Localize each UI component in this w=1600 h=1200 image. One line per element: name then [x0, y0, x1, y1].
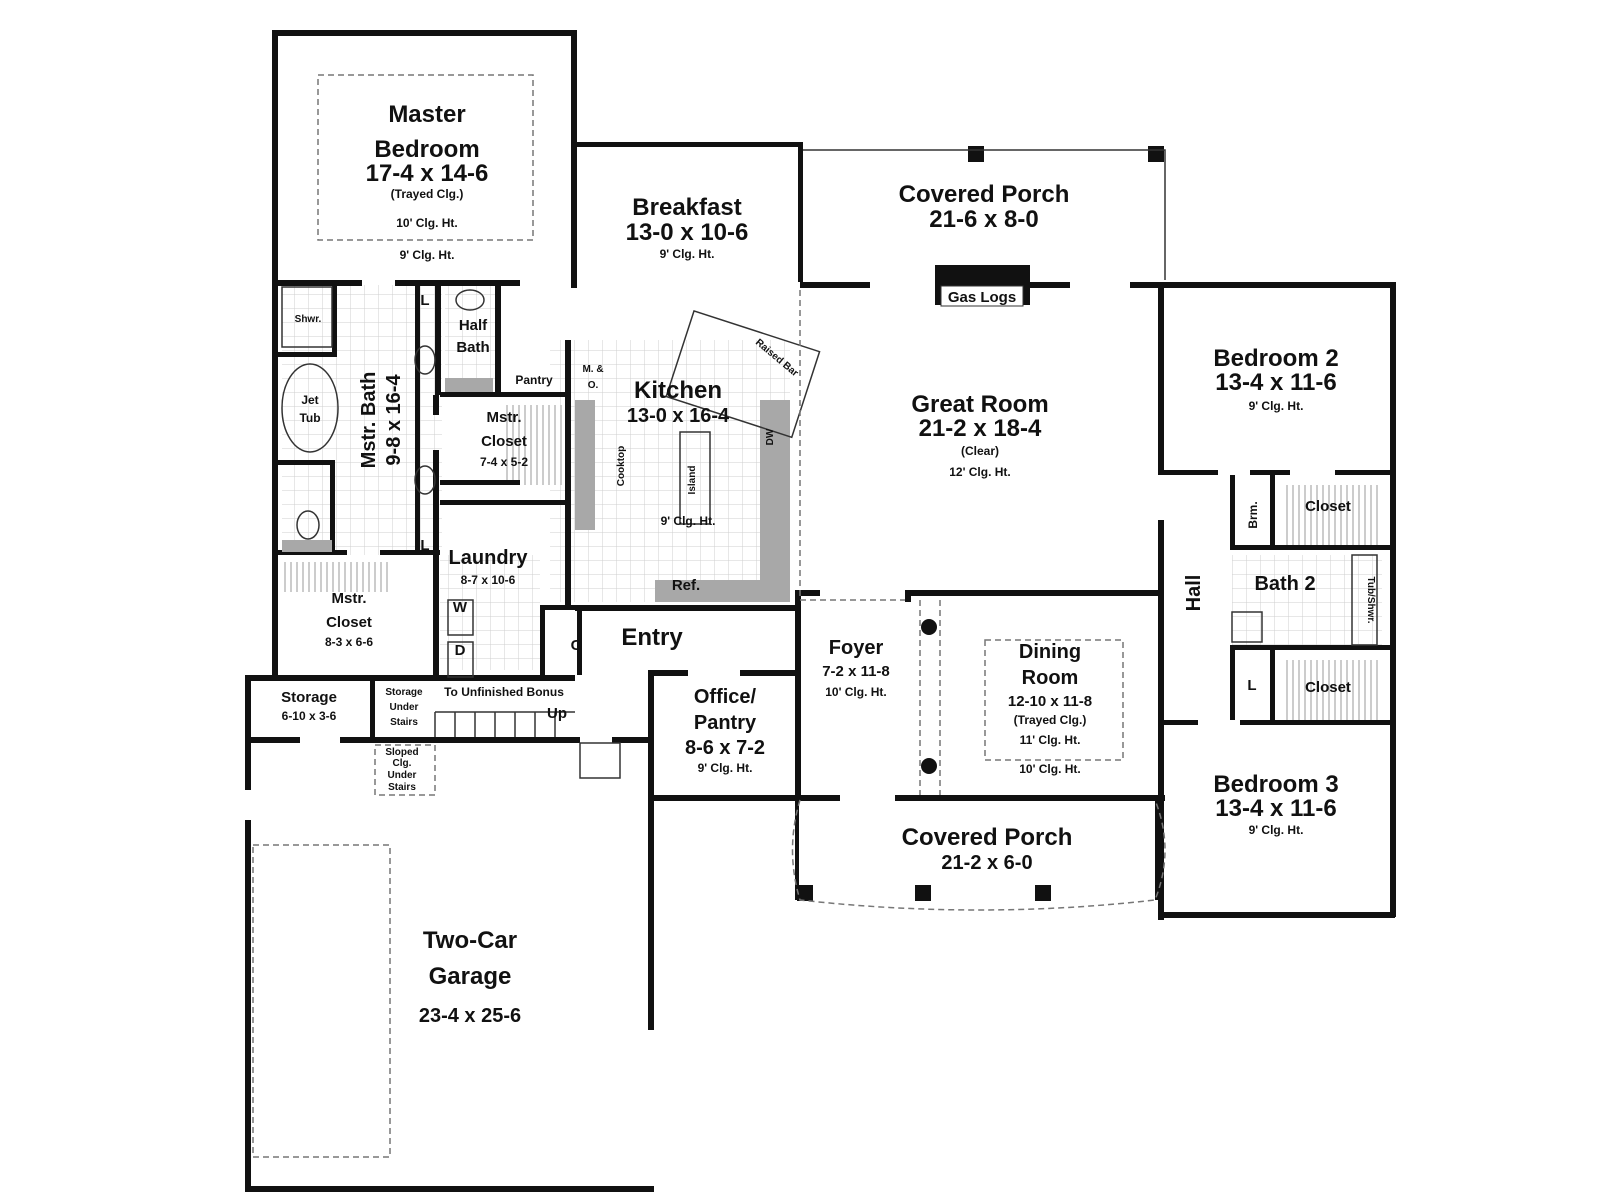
- great-room-size: 21-2 x 18-4: [919, 415, 1042, 442]
- gas-logs-label: Gas Logs: [948, 289, 1016, 306]
- garage-size: 23-4 x 25-6: [419, 1005, 521, 1027]
- garage-name1: Two-Car: [423, 927, 517, 954]
- dining-clg1: 11' Clg. Ht.: [1020, 733, 1081, 747]
- storage-under-1: Storage: [385, 687, 423, 698]
- entry-label: Entry: [621, 624, 683, 651]
- mstr-closet-b-size: 8-3 x 6-6: [325, 635, 373, 649]
- fixtures: [281, 286, 1378, 774]
- kitchen-size: 13-0 x 16-4: [627, 405, 730, 427]
- foyer-clg: 10' Clg. Ht.: [825, 685, 887, 699]
- cooktop-label: Cooktop: [616, 446, 627, 487]
- bonus-label: To Unfinished Bonus: [444, 685, 564, 699]
- dining-size: 12-10 x 11-8: [1008, 693, 1092, 710]
- mstr-closet-b-name2: Closet: [326, 614, 372, 631]
- front-porch-name: Covered Porch: [902, 824, 1073, 851]
- tile-floors: [282, 283, 1382, 670]
- linen-label: L: [1247, 677, 1256, 694]
- master-bedroom-clg2: 9' Clg. Ht.: [400, 248, 455, 262]
- foyer-size: 7-2 x 11-8: [822, 663, 890, 680]
- bedroom3-name: Bedroom 3: [1213, 771, 1338, 798]
- dryer-label: D: [455, 642, 466, 659]
- dining-clg2: 10' Clg. Ht.: [1019, 762, 1081, 776]
- mstr-closet-a-size: 7-4 x 5-2: [480, 455, 528, 469]
- sloped-3: Under: [388, 770, 417, 781]
- master-bedroom-clg1: 10' Clg. Ht.: [396, 216, 458, 230]
- closet-b3-label: Closet: [1305, 679, 1351, 696]
- mstr-closet-a-name1: Mstr.: [486, 409, 521, 426]
- great-room-name: Great Room: [911, 391, 1048, 418]
- coat-closet-label: C: [571, 637, 582, 654]
- mstr-bath-linen1: L: [420, 292, 429, 309]
- half-bath-name1: Half: [459, 317, 488, 334]
- foyer-name: Foyer: [829, 637, 884, 659]
- storage-under-2: Under: [390, 702, 419, 713]
- dining-note: (Trayed Clg.): [1014, 713, 1087, 727]
- bedroom2-clg: 9' Clg. Ht.: [1249, 399, 1304, 413]
- half-bath-name2: Bath: [456, 339, 489, 356]
- office-clg: 9' Clg. Ht.: [698, 761, 753, 775]
- rear-porch-name: Covered Porch: [899, 181, 1070, 208]
- rear-porch-size: 21-6 x 8-0: [929, 206, 1038, 233]
- bedroom3-clg: 9' Clg. Ht.: [1249, 823, 1304, 837]
- ref-label: Ref.: [672, 577, 700, 594]
- great-room-clg: 12' Clg. Ht.: [949, 465, 1011, 479]
- closet-shelving: [282, 405, 1382, 720]
- master-bedroom-note: (Trayed Clg.): [391, 187, 464, 201]
- walls: [245, 30, 1396, 1192]
- breakfast-size: 13-0 x 10-6: [626, 219, 749, 246]
- bedroom2-size: 13-4 x 11-6: [1215, 369, 1336, 396]
- master-bedroom-name2: Bedroom: [374, 136, 479, 163]
- mstr-bath-linen2: L: [420, 537, 429, 554]
- bedroom3-size: 13-4 x 11-6: [1215, 795, 1336, 822]
- mo-label1: M. &: [582, 364, 603, 375]
- laundry-name: Laundry: [449, 547, 529, 569]
- office-name2: Pantry: [694, 712, 757, 734]
- bath2-tub: Tub/Shwr.: [1365, 576, 1376, 623]
- jet-tub-label2: Tub: [299, 411, 320, 425]
- sloped-2: Clg.: [393, 758, 412, 769]
- great-room-note: (Clear): [961, 444, 999, 458]
- stairs-up-label: Up: [547, 705, 567, 722]
- mstr-bath-name: Mstr. Bath: [358, 372, 380, 469]
- dining-name1: Dining: [1019, 641, 1081, 663]
- storage-size: 6-10 x 3-6: [282, 709, 337, 723]
- dw-label: DW: [765, 428, 776, 445]
- closet-b2-label: Closet: [1305, 498, 1351, 515]
- mstr-bath-size: 9-8 x 16-4: [383, 374, 405, 466]
- jet-tub-label1: Jet: [301, 393, 318, 407]
- front-porch-size: 21-2 x 6-0: [941, 852, 1032, 874]
- dining-name2: Room: [1022, 667, 1079, 689]
- bedroom2-name: Bedroom 2: [1213, 345, 1338, 372]
- master-bedroom-size: 17-4 x 14-6: [366, 160, 489, 187]
- kitchen-clg: 9' Clg. Ht.: [661, 514, 716, 528]
- master-bedroom-name1: Master: [388, 101, 465, 128]
- mstr-closet-b-name1: Mstr.: [331, 590, 366, 607]
- bath2-name: Bath 2: [1254, 573, 1315, 595]
- garage-name2: Garage: [429, 963, 512, 990]
- office-name1: Office/: [694, 686, 757, 708]
- mstr-closet-a-name2: Closet: [481, 433, 527, 450]
- sloped-1: Sloped: [385, 747, 418, 758]
- storage-under-3: Stairs: [390, 717, 418, 728]
- pantry-label: Pantry: [515, 373, 553, 387]
- mo-label2: O.: [588, 380, 599, 391]
- hall-label: Hall: [1183, 575, 1205, 612]
- shwr-label: Shwr.: [295, 314, 322, 325]
- breakfast-name: Breakfast: [632, 194, 741, 221]
- kitchen-name: Kitchen: [634, 377, 722, 404]
- laundry-size: 8-7 x 10-6: [461, 573, 516, 587]
- broom-label: Brm.: [1246, 501, 1260, 528]
- breakfast-clg: 9' Clg. Ht.: [660, 247, 715, 261]
- washer-label: W: [453, 599, 468, 616]
- office-size: 8-6 x 7-2: [685, 737, 765, 759]
- sloped-4: Stairs: [388, 782, 416, 793]
- stairs: [434, 711, 621, 779]
- storage-name: Storage: [281, 689, 337, 706]
- tray-ceilings: [252, 74, 1166, 1158]
- island-label: Island: [687, 466, 698, 495]
